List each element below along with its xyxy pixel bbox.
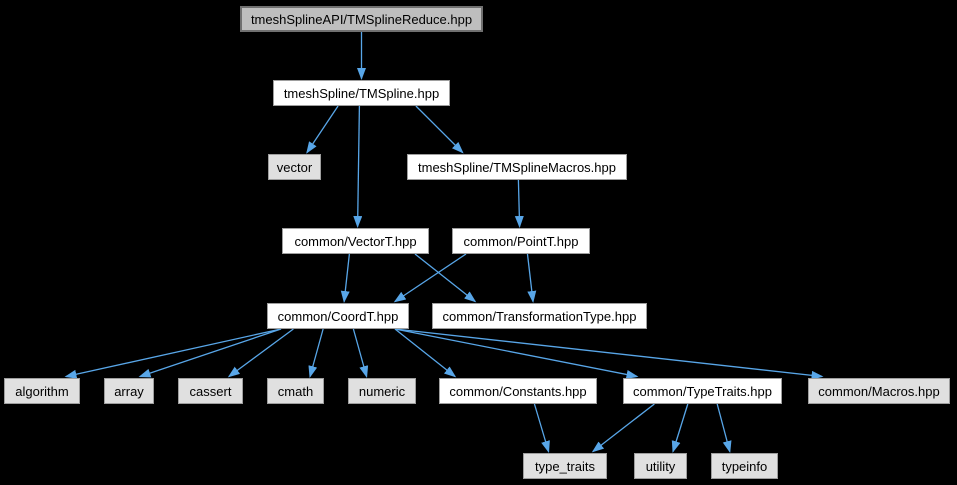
node-algorithm: algorithm	[4, 378, 80, 404]
edge-tmspline-tmsplinemacros	[415, 105, 464, 154]
edge-tmsplinemacros-pointt	[514, 179, 524, 228]
edge-coordt-numeric	[352, 328, 369, 378]
edge-vectort-coordt	[340, 253, 351, 303]
edge-constants-type_traits	[533, 403, 550, 453]
edge-coordt-typetraits	[394, 328, 639, 379]
node-constants[interactable]: common/Constants.hpp	[439, 378, 597, 404]
node-array: array	[104, 378, 154, 404]
node-cassert: cassert	[178, 378, 243, 404]
node-utility: utility	[634, 453, 687, 479]
edge-typetraits-typeinfo	[716, 403, 732, 453]
edge-tmspline-vector	[306, 105, 339, 154]
edge-tmspline-vectort	[353, 105, 363, 228]
node-pointt[interactable]: common/PointT.hpp	[452, 228, 590, 254]
node-tmsplinereduce: tmeshSplineAPI/TMSplineReduce.hpp	[240, 6, 483, 32]
edge-coordt-array	[138, 328, 282, 378]
node-macros: common/Macros.hpp	[808, 378, 950, 404]
node-coordt[interactable]: common/CoordT.hpp	[267, 303, 409, 329]
node-vectort[interactable]: common/VectorT.hpp	[282, 228, 429, 254]
edge-coordt-cmath	[308, 328, 324, 378]
node-vector: vector	[268, 154, 321, 180]
edge-coordt-cassert	[227, 328, 294, 378]
node-cmath: cmath	[267, 378, 324, 404]
edge-typetraits-type_traits	[591, 403, 655, 453]
node-transformationtype[interactable]: common/TransformationType.hpp	[432, 303, 647, 329]
node-tmspline[interactable]: tmeshSpline/TMSpline.hpp	[273, 80, 450, 106]
node-tmsplinemacros[interactable]: tmeshSpline/TMSplineMacros.hpp	[407, 154, 627, 180]
node-typeinfo: typeinfo	[711, 453, 778, 479]
node-typetraits[interactable]: common/TypeTraits.hpp	[623, 378, 782, 404]
edge-pointt-coordt	[393, 253, 467, 303]
node-type_traits: type_traits	[523, 453, 607, 479]
edge-pointt-transformationtype	[526, 253, 537, 303]
node-numeric: numeric	[348, 378, 416, 404]
edge-coordt-macros	[394, 328, 824, 380]
edge-typetraits-utility	[671, 403, 689, 453]
edge-coordt-algorithm	[64, 328, 282, 379]
edge-coordt-constants	[394, 328, 457, 378]
edge-vectort-transformationtype	[414, 253, 477, 303]
